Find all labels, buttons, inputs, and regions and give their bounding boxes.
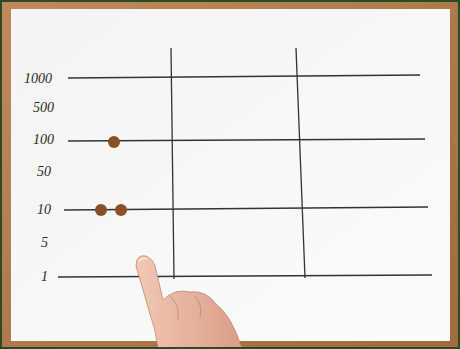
- place-value-label: 10: [37, 202, 51, 218]
- column-line: [296, 48, 305, 278]
- pointing-hand: [136, 256, 242, 349]
- hundreds-line: [68, 139, 425, 141]
- knuckles: [170, 296, 201, 320]
- place-value-label: 500: [33, 100, 54, 116]
- coin: [108, 136, 120, 148]
- place-value-label: 1000: [24, 71, 52, 87]
- place-value-label: 50: [37, 164, 51, 180]
- place-value-label: 5: [41, 235, 48, 251]
- place-value-label: 1: [41, 269, 48, 285]
- coins: [95, 136, 127, 216]
- hand: [136, 256, 242, 349]
- column-line: [171, 48, 174, 279]
- board-lines: [58, 48, 432, 279]
- coin: [95, 204, 107, 216]
- fingernail: [139, 258, 147, 262]
- coin: [115, 204, 127, 216]
- place-value-label: 100: [33, 132, 54, 148]
- thousands-line: [68, 75, 420, 78]
- ones-line: [58, 275, 432, 277]
- paper-sheet: [11, 9, 450, 341]
